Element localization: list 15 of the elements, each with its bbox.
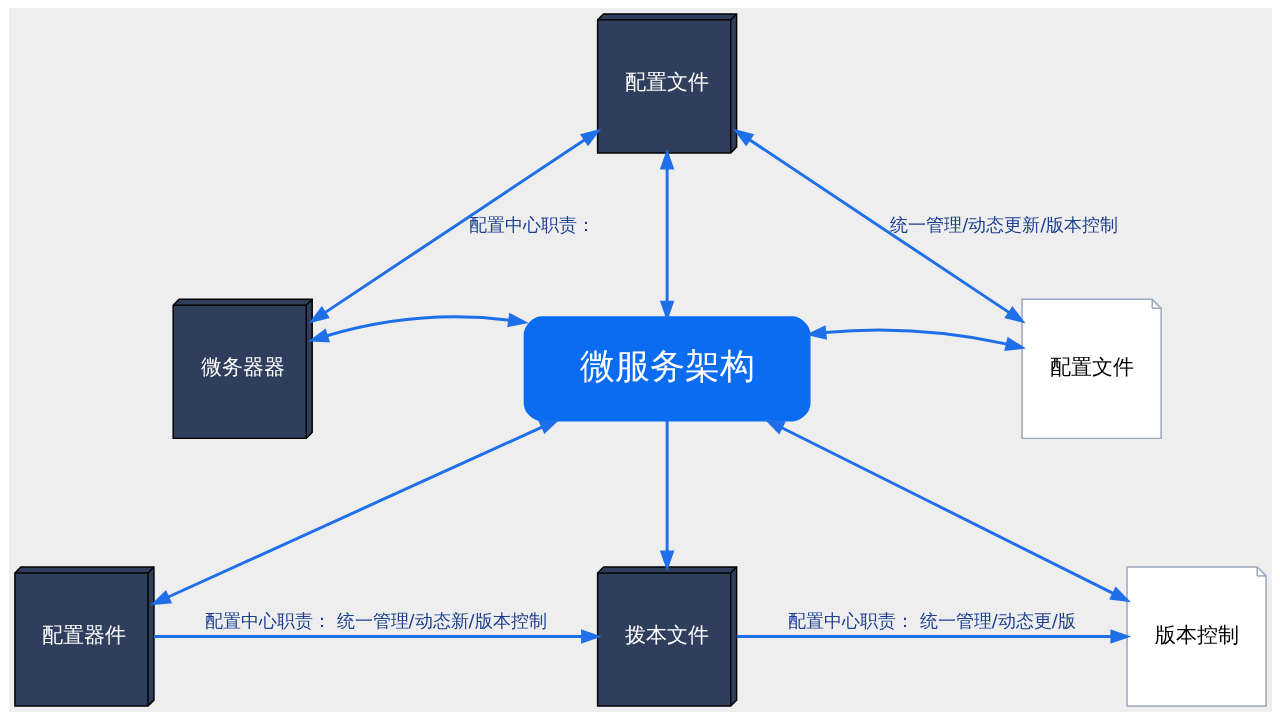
arrow (153, 629, 602, 644)
arrow (307, 312, 529, 343)
arrow (659, 148, 674, 322)
node-box: 微服务架构 (523, 316, 811, 422)
arrow (659, 420, 674, 572)
arrow (732, 128, 1026, 324)
arrow (149, 418, 560, 606)
arrow (308, 128, 601, 324)
arrow (736, 629, 1131, 644)
arrow (805, 325, 1026, 351)
edge-label: 配置中心职责： 统一管理/动态更/版 (787, 611, 1076, 632)
edge-label: 统一管理/动态更新/版本控制 (889, 214, 1118, 235)
edge-label: 配置中心职责： 统一管理/动态新/版本控制 (204, 611, 547, 632)
edge-label: 配置中心职责： (468, 214, 595, 235)
arrow (763, 418, 1131, 603)
